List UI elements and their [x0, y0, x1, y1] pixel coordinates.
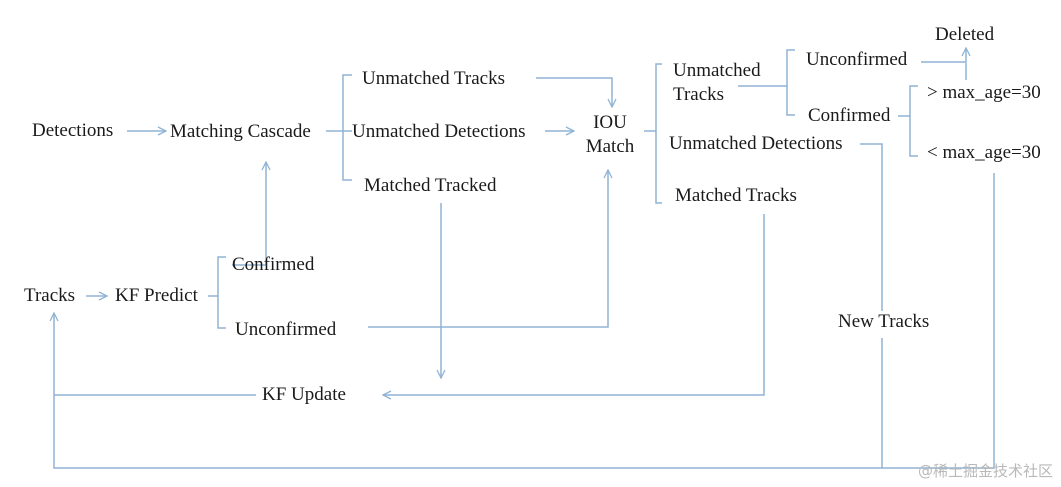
- bracket-unmatched-tracks: [786, 49, 795, 116]
- line-unmatched-det-to-new-tracks: [860, 143, 883, 311]
- node-matched-tracked: Matched Tracked: [364, 175, 497, 196]
- iou-line2: Match: [585, 136, 635, 157]
- node-kf-update: KF Update: [262, 384, 346, 405]
- bracket-iou: [655, 63, 662, 204]
- bracket-kfpredict: [217, 256, 226, 329]
- node-unconfirmed-top: Unconfirmed: [806, 49, 908, 70]
- node-matched-tracks: Matched Tracks: [675, 185, 797, 206]
- iou-line1: IOU: [593, 112, 627, 133]
- node-unconfirmed-bottom: Unconfirmed: [235, 319, 337, 340]
- arrow-unconfirmed-to-deleted: [921, 48, 966, 63]
- node-unmatched-detections-2: Unmatched Detections: [669, 133, 843, 154]
- watermark: @稀土掘金技术社区: [917, 462, 1053, 480]
- node-deleted: Deleted: [935, 24, 995, 45]
- bracket-confirmed: [909, 85, 918, 157]
- node-iou-match: IOU Match: [578, 112, 642, 158]
- unmatched-tracks-2-line2: Tracks: [673, 84, 725, 105]
- arrow-confirmed-to-cascade: [232, 162, 266, 266]
- node-unmatched-detections-1: Unmatched Detections: [352, 121, 526, 142]
- unmatched-tracks-2-line1: Unmatched: [673, 60, 761, 81]
- node-detections: Detections: [32, 120, 114, 141]
- node-tracks: Tracks: [24, 285, 76, 306]
- node-confirmed-bottom: Confirmed: [232, 254, 315, 275]
- bracket-cascade: [342, 74, 352, 181]
- node-new-tracks: New Tracks: [836, 311, 932, 333]
- node-gt-max-age: > max_age=30: [927, 82, 1041, 103]
- node-unmatched-tracks-2: Unmatched Tracks: [673, 60, 761, 106]
- node-kf-predict: KF Predict: [115, 285, 198, 306]
- node-lt-max-age: < max_age=30: [927, 142, 1041, 163]
- arrow-matched-tracks-to-kfupdate: [383, 214, 765, 395]
- arrow-unconfirmed-to-iou: [368, 170, 608, 328]
- node-unmatched-tracks-1: Unmatched Tracks: [362, 68, 506, 89]
- node-matching-cascade: Matching Cascade: [170, 121, 311, 142]
- loop-back-to-tracks: [54, 173, 995, 469]
- node-confirmed-top: Confirmed: [808, 105, 891, 126]
- arrow-unmatched-tracks-to-iou: [536, 77, 612, 107]
